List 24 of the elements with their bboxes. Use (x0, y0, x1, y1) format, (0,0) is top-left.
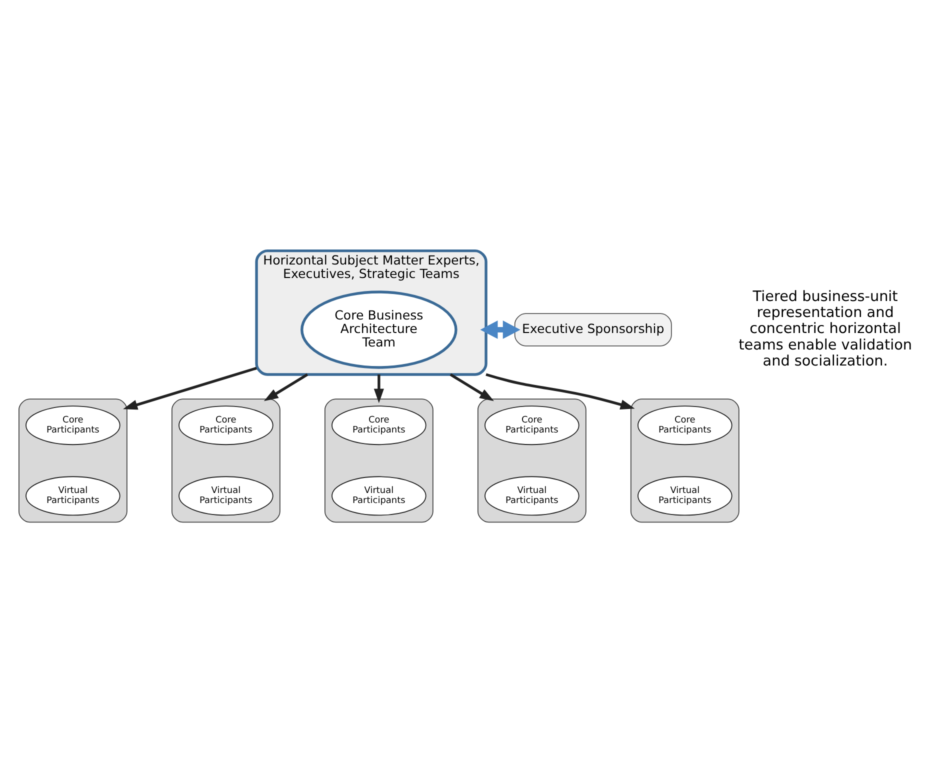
arrow (123, 366, 257, 410)
cluster (477, 398, 586, 522)
node-ellipse: Virtual Participants (26, 476, 120, 516)
arrow (450, 372, 494, 401)
arrow (486, 372, 635, 409)
node-ellipse: Core Participants (332, 405, 426, 445)
node-ellipse: Virtual Participants (484, 476, 580, 516)
cluster (324, 398, 434, 522)
node-ellipse: Core Business Architecture Team (300, 290, 458, 368)
node-ellipse: Core Participants (26, 405, 120, 445)
arrow (374, 374, 384, 403)
node-ellipse: Virtual Participants (332, 476, 426, 516)
cluster (172, 398, 280, 522)
node-ellipse: Virtual Participants (178, 476, 274, 516)
cluster (18, 398, 128, 522)
cluster (630, 398, 740, 522)
node-box: Executive Sponsorship (514, 312, 672, 346)
node-ellipse: Core Participants (638, 405, 732, 445)
node-ellipse: Core Participants (484, 405, 580, 445)
arrow (480, 320, 520, 338)
node-ellipse: Virtual Participants (638, 476, 732, 516)
arrow (264, 372, 308, 401)
node-ellipse: Core Participants (178, 405, 274, 445)
label: Tiered business-unit representation and concentric horizontal teams enable validation and socialization. (738, 288, 912, 370)
